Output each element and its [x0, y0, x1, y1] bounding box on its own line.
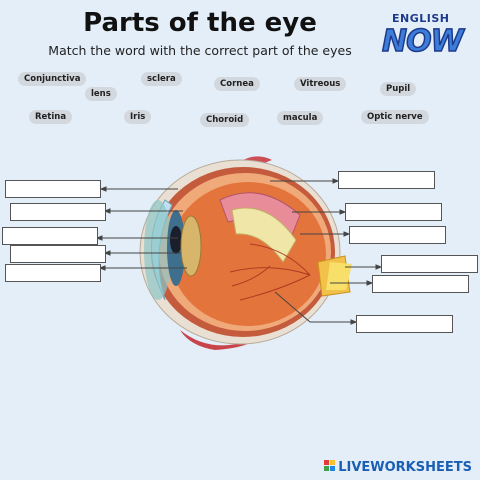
word-chip-macula[interactable]: macula — [277, 111, 324, 125]
answer-box-right-2[interactable] — [345, 203, 442, 221]
english-now-logo: ENGLISH NOW — [380, 10, 468, 66]
answer-box-right-1[interactable] — [338, 171, 435, 189]
answer-box-left-3[interactable] — [2, 227, 98, 245]
word-chip-sclera[interactable]: sclera — [141, 72, 182, 86]
word-chip-conjunctiva[interactable]: Conjunctiva — [18, 72, 87, 86]
word-chip-optic-nerve[interactable]: Optic nerve — [361, 110, 429, 124]
answer-box-right-4[interactable] — [381, 255, 478, 273]
answer-box-left-5[interactable] — [5, 264, 101, 282]
answer-box-right-5[interactable] — [372, 275, 469, 293]
logo-text-main: NOW — [381, 23, 464, 60]
answer-box-left-1[interactable] — [5, 180, 101, 198]
answer-box-right-3[interactable] — [349, 226, 446, 244]
page-title: Parts of the eye — [83, 8, 317, 38]
word-chip-retina[interactable]: Retina — [29, 110, 73, 124]
answer-box-right-6[interactable] — [356, 315, 453, 333]
liveworksheets-footer: LIVEWORKSHEETS — [324, 460, 472, 475]
footer-brand-text: LIVEWORKSHEETS — [338, 460, 472, 475]
logo-text-top: ENGLISH — [392, 12, 450, 25]
word-chip-choroid[interactable]: Choroid — [200, 113, 250, 127]
word-chip-lens[interactable]: lens — [85, 87, 117, 101]
instructions: Match the word with the correct part of … — [48, 43, 352, 58]
liveworksheets-logo-icon — [324, 460, 336, 471]
word-chip-cornea[interactable]: Cornea — [214, 77, 260, 91]
word-chip-pupil[interactable]: Pupil — [380, 82, 417, 96]
answer-box-left-2[interactable] — [10, 203, 106, 221]
eye-cross-section-diagram — [95, 156, 383, 350]
word-chip-vitreous[interactable]: Vitreous — [294, 77, 347, 91]
answer-box-left-4[interactable] — [10, 245, 106, 263]
word-chip-iris[interactable]: Iris — [124, 110, 152, 124]
